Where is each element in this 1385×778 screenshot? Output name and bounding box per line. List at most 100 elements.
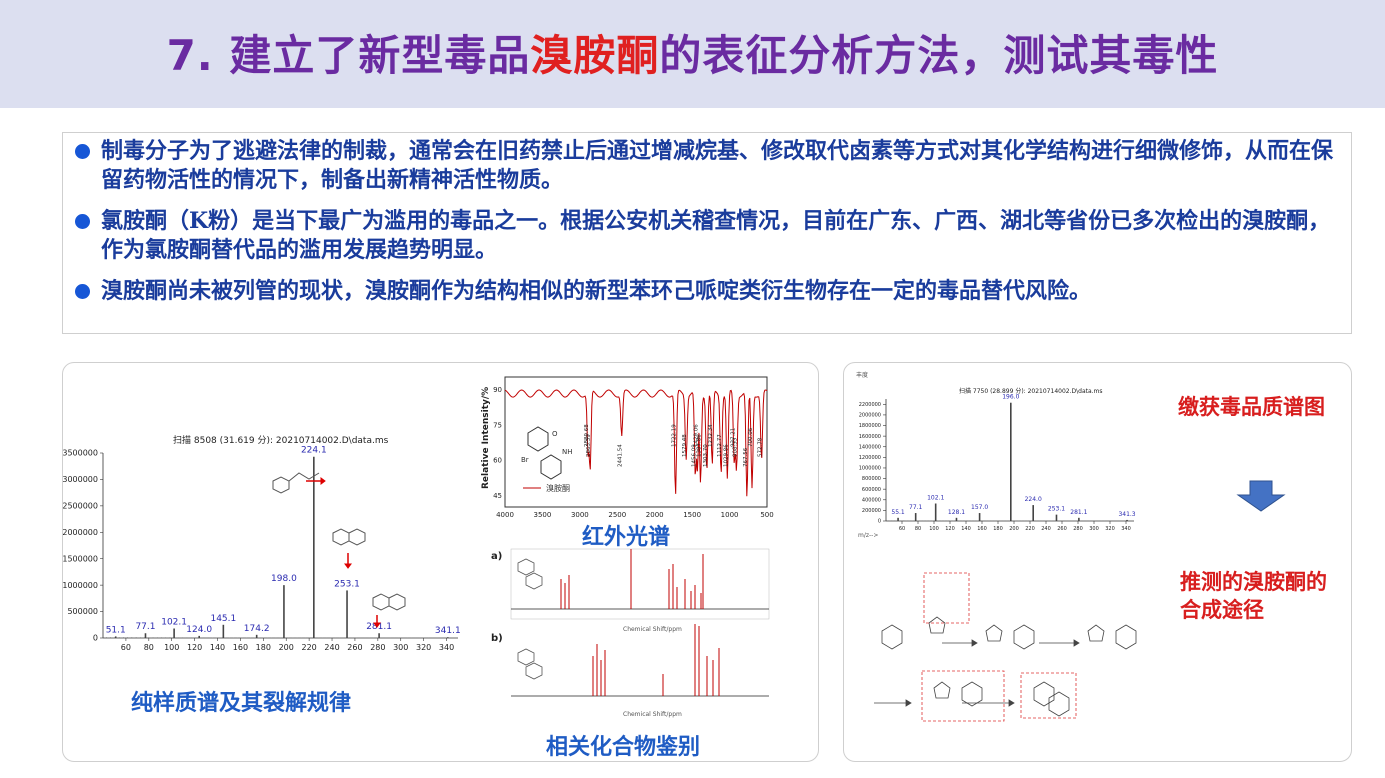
y-tick-label: 2000000 [63, 528, 98, 537]
x-tick-label: 320 [416, 643, 431, 652]
ir-x-tick-label: 2000 [646, 511, 664, 519]
down-arrow-icon [1236, 480, 1286, 512]
x-tick-label: 340 [1121, 526, 1131, 532]
y-tick-label: 800000 [862, 476, 881, 482]
bullet-item: 氯胺酮（K粉）是当下最广为滥用的毒品之一。根据公安机关稽查情况，目前在广东、广西… [75, 207, 1341, 265]
ms-peak-label: 77.1 [909, 504, 923, 511]
route-caption-line1: 推测的溴胺酮的 [1180, 570, 1327, 594]
x-tick-label: 60 [899, 526, 905, 532]
ir-y-tick-label: 60 [493, 457, 502, 465]
x-tick-label: 340 [439, 643, 454, 652]
x-tick-label: 120 [187, 643, 202, 652]
ir-peak-label: 1429.06 [693, 424, 699, 447]
ms-peak-label: 102.1 [161, 617, 187, 627]
ir-x-tick-label: 1500 [683, 511, 701, 519]
ms-peak-label: 145.1 [210, 614, 236, 624]
y-tick-label: 200000 [862, 508, 881, 514]
y-tick-label: 2200000 [859, 402, 881, 408]
ms-peak-label: 341.3 [1118, 511, 1135, 518]
x-tick-label: 80 [915, 526, 921, 532]
y-tick-label: 1400000 [859, 444, 881, 450]
ms-peak-label: 196.0 [1002, 394, 1019, 401]
ms-peak-label: 128.1 [948, 509, 965, 516]
ms-peak-label: 77.1 [135, 622, 155, 632]
x-tick-label: 200 [279, 643, 294, 652]
y-tick-label: 2000000 [859, 413, 881, 419]
ir-peak-label: 1303.70 [703, 444, 709, 467]
bullet-item: 溴胺酮尚未被列管的现状，溴胺酮作为结构相似的新型苯环己哌啶类衍生物存在一定的毒品… [75, 277, 1341, 306]
x-tick-label: 140 [210, 643, 225, 652]
ms1-arrows [306, 477, 381, 628]
y-tick-label: 3000000 [63, 475, 98, 484]
ms-peak-label: 224.1 [301, 446, 327, 456]
y-tick-label: 0 [878, 519, 881, 525]
mz-label: m/z--> [858, 532, 878, 539]
x-tick-label: 140 [961, 526, 971, 532]
x-tick-label: 180 [256, 643, 271, 652]
ir-x-tick-label: 500 [760, 511, 773, 519]
svg-text:O: O [552, 430, 558, 438]
synthesis-route-icon [874, 572, 1137, 722]
ir-peak-label: 1029.86 [723, 444, 729, 467]
ms-caption: 纯样质谱及其裂解规律 [131, 691, 352, 716]
ms-seized-caption: 缴获毒品质谱图 [1178, 395, 1325, 419]
ir-legend: 溴胺酮 [546, 483, 570, 493]
right-panel: 丰度 扫描 7750 (28.899 分): 20210714002.D\dat… [843, 362, 1352, 762]
y-tick-label: 2500000 [63, 502, 98, 511]
ir-peak-label: 1722.19 [672, 424, 678, 447]
left-panel-figures: 扫描 8508 (31.619 分): 20210714002.D\data.m… [63, 376, 774, 718]
ms-peak-label: 281.1 [1070, 509, 1087, 516]
x-tick-label: 240 [324, 643, 339, 652]
nmr-spectra: a) Chemical Shift/ppm b) Chemical Shift/… [491, 548, 770, 718]
x-tick-label: 260 [1057, 526, 1067, 532]
ir-x-tick-label: 2500 [608, 511, 626, 519]
page-title: 7. 建立了新型毒品溴胺酮的表征分析方法，测试其毒性 [166, 31, 1219, 80]
y-tick-label: 600000 [862, 487, 881, 493]
x-tick-label: 300 [393, 643, 408, 652]
ir-x-tick-label: 3000 [571, 511, 589, 519]
svg-text:NH: NH [562, 448, 573, 456]
bullet-dot-icon [75, 144, 90, 159]
ms-peak-label: 55.1 [891, 509, 905, 516]
ir-peak-label: 908.33 [732, 437, 738, 457]
ms-peak-label: 253.1 [334, 579, 360, 589]
ms1-molecule-icon [272, 472, 406, 611]
ir-peak-label: 1456.09 [691, 444, 697, 467]
ms-peak-label: 341.1 [435, 626, 461, 636]
nmr-a-label: a) [491, 551, 502, 562]
ir-peak-label: 572.78 [758, 437, 764, 457]
y-tick-label: 0 [93, 634, 98, 643]
y-tick-label: 400000 [862, 497, 881, 503]
ir-peak-label: 2441.54 [618, 444, 624, 467]
ms-peak-label: 198.0 [271, 574, 297, 584]
ms2-header: 扫描 7750 (28.899 分): 20210714002.D\data.m… [959, 387, 1103, 395]
ir-peak-label: 1579.48 [682, 434, 688, 457]
x-tick-label: 300 [1089, 526, 1099, 532]
y-tick-label: 1800000 [859, 423, 881, 429]
y-tick-label: 1500000 [63, 554, 98, 563]
x-tick-label: 180 [993, 526, 1003, 532]
x-tick-label: 160 [233, 643, 248, 652]
x-tick-label: 260 [347, 643, 362, 652]
nmr-molecule-icon [517, 558, 543, 680]
ms-spectrum-1: 扫描 8508 (31.619 分): 20210714002.D\data.m… [63, 434, 461, 652]
left-panel: 扫描 8508 (31.619 分): 20210714002.D\data.m… [62, 362, 819, 762]
title-bar [0, 0, 1385, 108]
bullets-box: 制毒分子为了逃避法律的制裁，通常会在旧药禁止后通过增减烷基、修改取代卤素等方式对… [62, 132, 1352, 334]
ms-peak-label: 224.0 [1025, 496, 1042, 503]
ms1-header: 扫描 8508 (31.619 分): 20210714002.D\data.m… [173, 434, 389, 446]
abundance-label: 丰度 [856, 371, 868, 379]
x-tick-label: 280 [1073, 526, 1083, 532]
ir-peak-label: 1232.34 [708, 424, 714, 447]
ir-peak-label: 1387.86 [697, 434, 703, 457]
ms-peak-label: 174.2 [244, 624, 270, 634]
x-tick-label: 60 [121, 643, 131, 652]
ir-x-tick-label: 1000 [721, 511, 739, 519]
ir-peak-label: 937.21 [730, 428, 736, 447]
x-tick-label: 240 [1041, 526, 1051, 532]
nmr-b-label: b) [491, 633, 503, 644]
y-tick-label: 1000000 [859, 466, 881, 472]
ms-spectrum-2: 丰度 扫描 7750 (28.899 分): 20210714002.D\dat… [856, 371, 1136, 539]
bullet-dot-icon [75, 214, 90, 229]
